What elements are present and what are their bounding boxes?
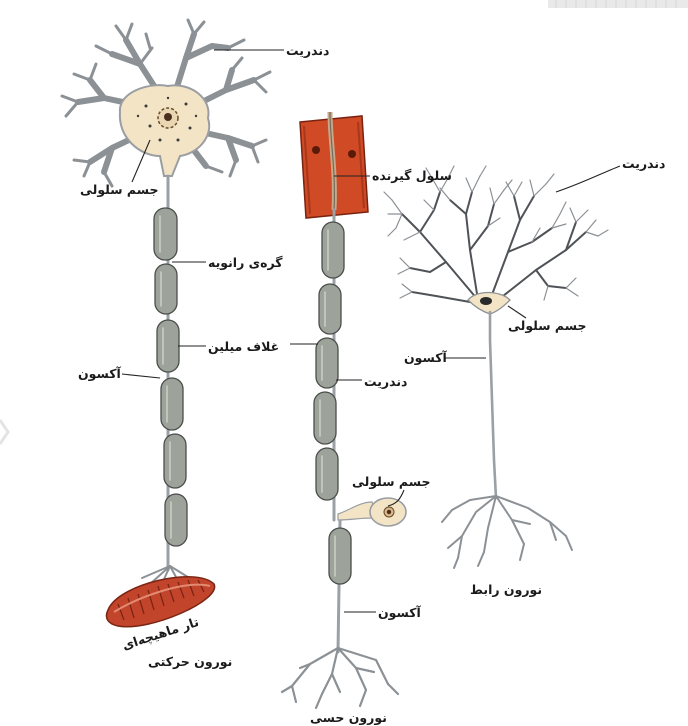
label-motor-dendrite: دندریت [286, 43, 329, 58]
motor-cell-body [120, 85, 209, 176]
caption-motor-neuron: نورون حرکتی [148, 654, 232, 669]
motor-neuron [62, 20, 270, 627]
label-inter-axon: آکسون [404, 350, 447, 365]
sensory-myelin-segments [314, 222, 351, 584]
motor-myelin-segments [154, 208, 187, 546]
caption-interneuron: نورون رابط [470, 582, 542, 597]
label-sensory-axon: آکسون [378, 605, 421, 620]
label-node-of-ranvier: گره‌ی رانویه [208, 255, 283, 270]
label-sensory-dendrite: دندریت [364, 374, 407, 389]
interneuron [384, 166, 608, 568]
label-motor-cell-body: جسم سلولی [80, 182, 158, 197]
captions: نورون حرکتی نورون حسی نورون رابط [148, 582, 542, 725]
label-myelin-sheath: غلاف میلین [208, 339, 279, 354]
label-inter-dendrite: دندریت [622, 156, 665, 171]
inter-cell-body [468, 293, 510, 315]
receptor-cell [300, 112, 368, 218]
inter-dendrites [384, 166, 608, 302]
label-sensory-cell-body: جسم سلولی [352, 474, 430, 489]
muscle-fiber [106, 577, 214, 627]
label-motor-axon: آکسون [78, 366, 121, 381]
label-receptor-cell: سلول گیرنده [372, 168, 452, 183]
label-inter-cell-body: جسم سلولی [508, 318, 586, 333]
caption-sensory-neuron: نورون حسی [310, 710, 387, 725]
